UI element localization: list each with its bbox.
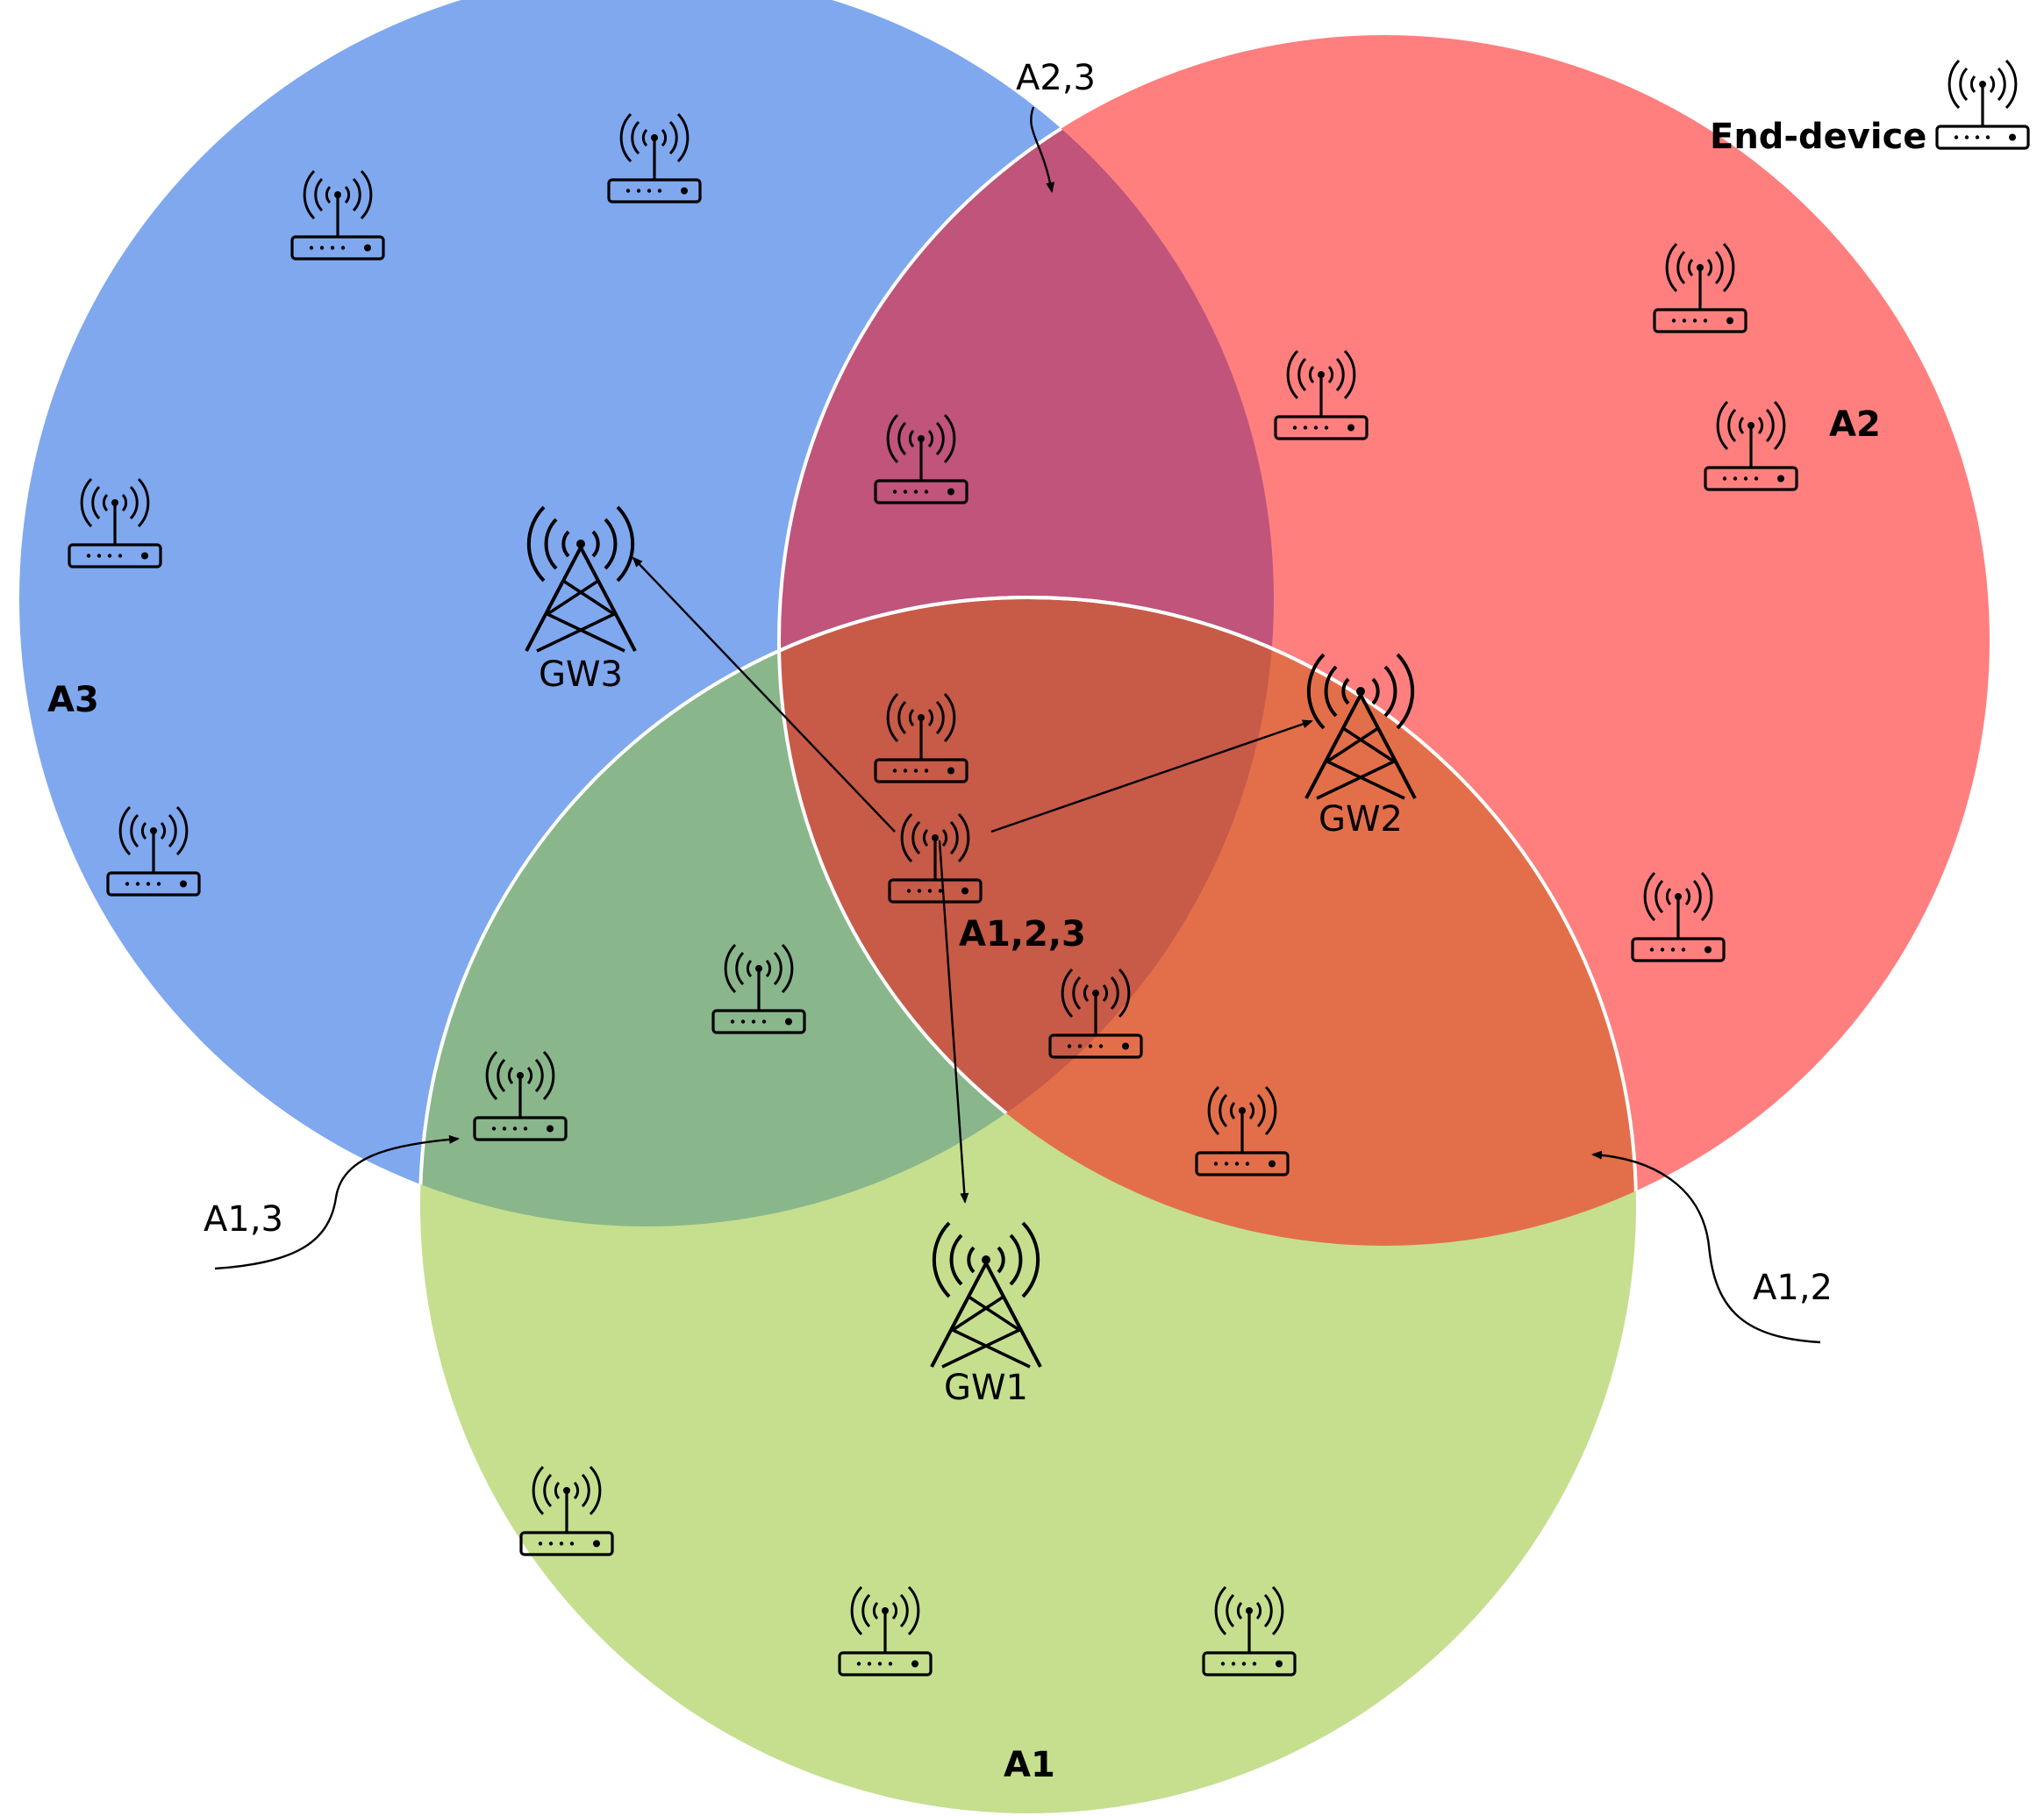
- legend-label-end-device: End-device: [1710, 117, 1926, 157]
- arrow-to-gw3: [632, 556, 896, 833]
- arrow-to-gw1: [938, 840, 969, 1204]
- callout-a12: [1591, 1150, 1821, 1344]
- gateway-label-gw1: GW1: [944, 1368, 1028, 1408]
- uplink-arrows: [632, 556, 1313, 1204]
- overlap-label-a123: A1,2,3: [959, 914, 1086, 954]
- gateway-label-gw3: GW3: [539, 654, 623, 695]
- overlap-label-a23: A2,3: [1016, 58, 1096, 98]
- callout-a23: [1030, 106, 1055, 193]
- overlap-label-a13: A1,3: [204, 1199, 283, 1240]
- area-label-a1: A1: [1004, 1745, 1055, 1785]
- overlap-callouts: [214, 106, 1821, 1344]
- overlap-label-a12: A1,2: [1753, 1268, 1833, 1308]
- gateway-label-gw2: GW2: [1319, 799, 1403, 840]
- callout-a13: [214, 1134, 460, 1270]
- area-label-a3: A3: [47, 680, 99, 720]
- arrow-to-gw2: [990, 719, 1313, 833]
- area-label-a2: A2: [1829, 404, 1881, 445]
- legend-router-antenna-icon: [1935, 59, 2030, 150]
